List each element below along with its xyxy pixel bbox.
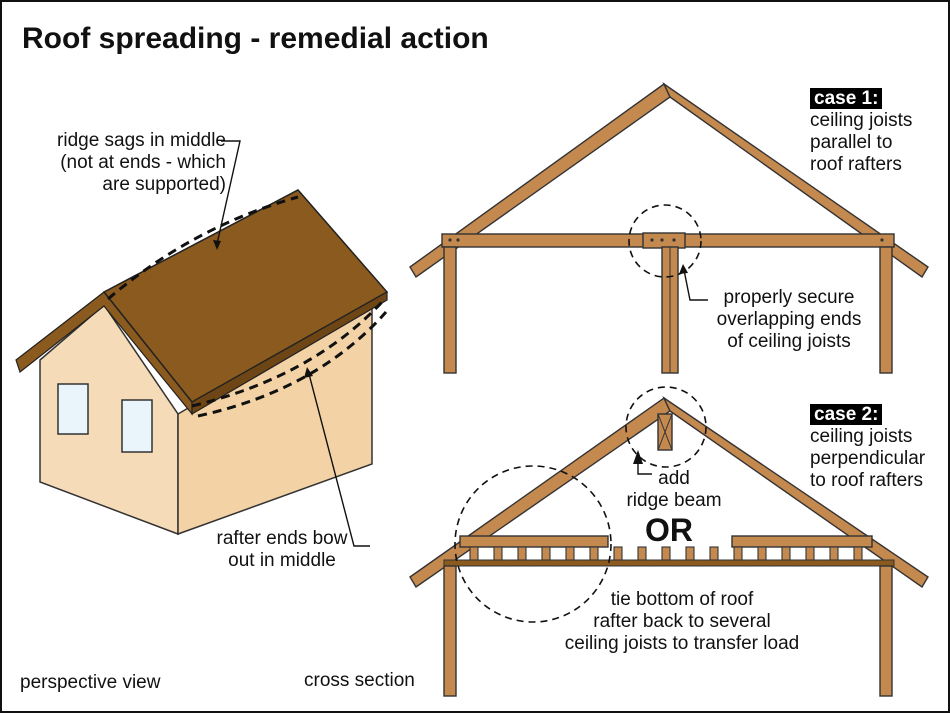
case2-ridge-highlight	[625, 386, 707, 468]
or-label: OR	[645, 512, 693, 548]
case1-splice-highlight	[628, 204, 702, 278]
ridge-beam-note-line: ridge beam	[626, 490, 722, 511]
tie-note: tie bottom of roof rafter back to severa…	[542, 589, 822, 655]
case1-line: parallel to	[810, 132, 893, 153]
ridge-sag-note-line: are supported)	[102, 174, 226, 195]
case1-line: ceiling joists	[810, 110, 913, 131]
case2-tie-highlight	[454, 465, 612, 623]
page-title: Roof spreading - remedial action	[22, 22, 489, 55]
case2-label: case 2: ceiling joists perpendicular to …	[810, 404, 925, 492]
case1-rafter-right	[662, 81, 929, 279]
ridge-sag-note-line: ridge sags in middle	[57, 130, 226, 151]
house-perspective	[15, 189, 389, 536]
case2-tie-right	[731, 535, 873, 548]
case2-leader	[633, 450, 652, 475]
case2-wall-left	[443, 565, 457, 697]
case2-truss	[409, 386, 929, 697]
window-right	[121, 399, 153, 453]
case1-badge: case 1:	[810, 88, 883, 109]
tie-note-line: tie bottom of roof	[610, 589, 754, 610]
perspective-leaders	[213, 140, 370, 547]
case1-wall-left	[443, 246, 457, 374]
case1-splice-note-line: properly secure	[723, 287, 855, 308]
case2-line: to roof rafters	[810, 470, 923, 491]
case2-joist-ends	[469, 546, 863, 561]
roof-eave-edge	[191, 290, 388, 416]
rafter-bow-note-line: out in middle	[228, 550, 336, 571]
rafter-bow-note: rafter ends bow out in middle	[202, 528, 362, 572]
tie-note-line: ceiling joists to transfer load	[564, 633, 800, 654]
tie-note-line: rafter back to several	[593, 611, 771, 632]
ridge-sag-dashed	[107, 195, 299, 301]
case2-tie-left	[459, 535, 609, 548]
case1-splice-note: properly secure overlapping ends of ceil…	[694, 287, 884, 353]
case1-truss	[409, 81, 929, 374]
cross-section-caption: cross section	[304, 670, 415, 691]
ridge-beam-note: add ridge beam	[614, 468, 734, 512]
case1-splice-note-line: overlapping ends	[716, 309, 862, 330]
case2-badge: case 2:	[810, 404, 883, 425]
case2-line: ceiling joists	[810, 426, 913, 447]
ridge-beam-note-line: add	[658, 468, 690, 489]
ridge-sag-note-line: (not at ends - which	[60, 152, 226, 173]
perspective-caption: perspective view	[20, 672, 161, 693]
case1-leader	[679, 264, 708, 301]
rafter-bow-note-line: rafter ends bow	[216, 528, 348, 549]
case1-label: case 1: ceiling joists parallel to roof …	[810, 88, 912, 176]
case1-line: roof rafters	[810, 154, 902, 175]
ridge-sag-note: ridge sags in middle (not at ends - whic…	[30, 130, 226, 196]
case2-line: perpendicular	[810, 448, 926, 469]
window-left	[57, 383, 89, 435]
case2-wall-plate	[443, 559, 895, 567]
case1-joist-splice	[642, 232, 686, 249]
case1-splice-note-line: of ceiling joists	[727, 331, 851, 352]
case2-wall-right	[879, 565, 893, 697]
case1-wall-right	[879, 246, 893, 374]
